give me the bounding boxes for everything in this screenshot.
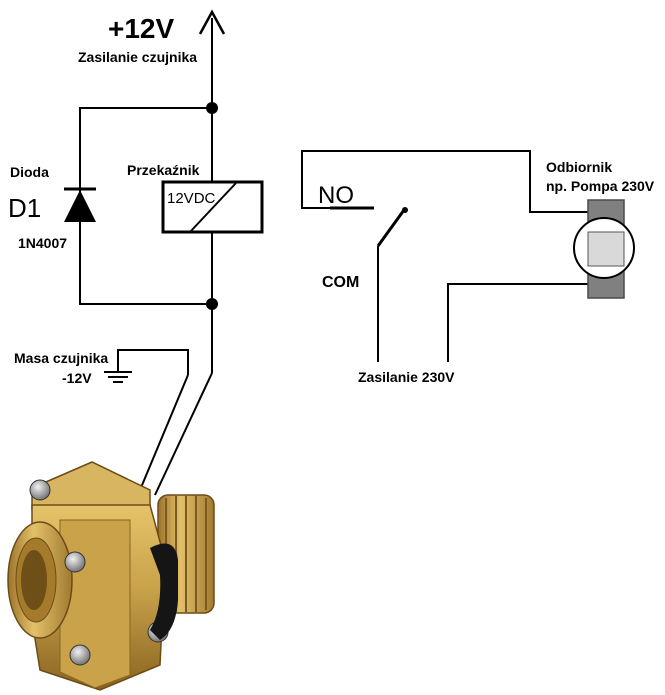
load-line2-label: np. Pompa 230V <box>546 178 655 194</box>
supply-voltage-label: +12V <box>108 13 174 44</box>
contact-com-label: COM <box>322 274 359 291</box>
ground-voltage-label: -12V <box>62 370 92 386</box>
ground-caption-label: Masa czujnika <box>14 350 108 366</box>
mains-supply-label: Zasilanie 230V <box>358 369 455 385</box>
flow-sensor-icon <box>7 461 215 691</box>
junction-dot-top <box>206 102 218 114</box>
relay-coil-icon <box>161 180 264 234</box>
switch-contact-icon <box>330 206 408 247</box>
up-arrow-icon <box>198 9 226 35</box>
diode-caption-label: Dioda <box>10 164 49 180</box>
supply-caption-label: Zasilanie czujnika <box>78 49 197 65</box>
relay-caption-label: Przekaźnik <box>127 162 200 178</box>
contact-no-label: NO <box>318 182 354 209</box>
load-line1-label: Odbiornik <box>546 159 612 175</box>
ground-icon <box>104 360 132 383</box>
pump-motor-icon <box>573 199 635 299</box>
relay-coil-label: 12VDC <box>167 190 216 207</box>
wiring <box>79 18 588 496</box>
diode-icon <box>64 187 96 222</box>
diode-ref-label: D1 <box>8 193 41 223</box>
diode-part-label: 1N4007 <box>18 235 67 251</box>
junction-dot-bottom <box>206 298 218 310</box>
